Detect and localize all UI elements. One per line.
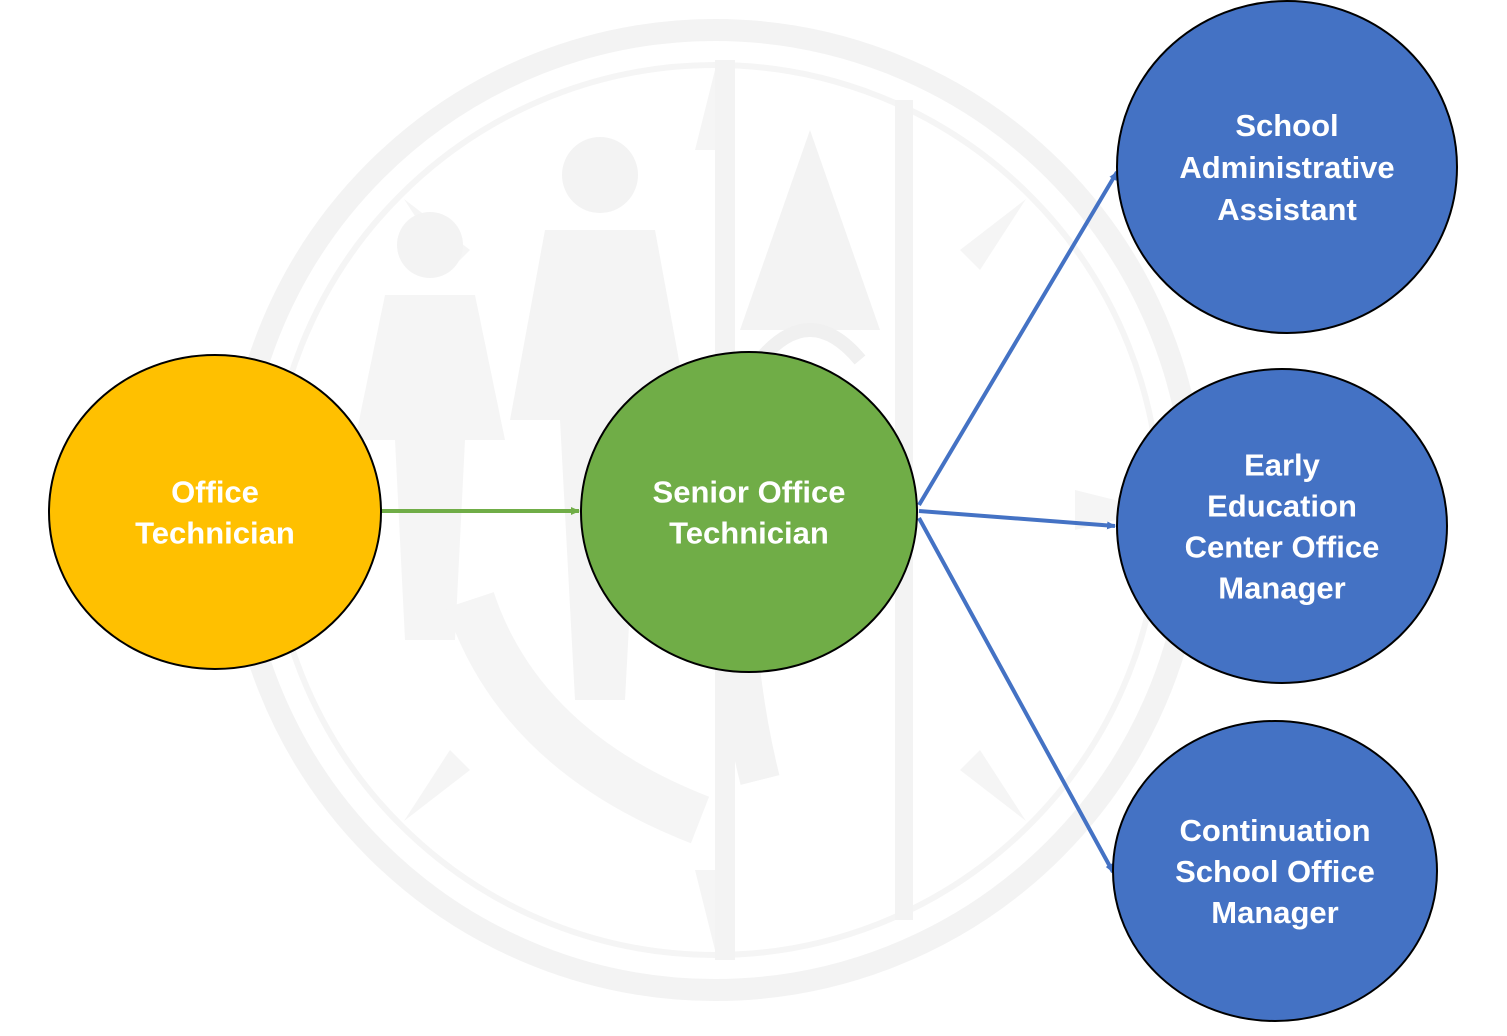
node-school-administrative-assistant-label-line: Administrative xyxy=(1179,150,1394,185)
node-early-education-center-office-manager-label-line: Early xyxy=(1244,448,1321,483)
node-continuation-school-office-manager-circle xyxy=(1112,720,1438,1022)
node-early-education-center-office-manager-circle xyxy=(1116,368,1448,684)
node-senior-office-technician-label-line: Technician xyxy=(669,516,829,551)
node-office-technician-circle xyxy=(48,354,382,670)
node-senior-office-technician-label-line: Senior Office xyxy=(653,475,846,510)
node-early-education-center-office-manager-label-line: Center Office xyxy=(1185,530,1380,565)
node-school-administrative-assistant-label-line: Assistant xyxy=(1217,192,1357,227)
arrow-senior-office-technician-to-school-administrative-assistant xyxy=(917,170,1119,507)
node-continuation-school-office-manager-label-line: Manager xyxy=(1211,895,1338,930)
node-continuation-school-office-manager-label-line: School Office xyxy=(1175,854,1375,889)
node-school-administrative-assistant-label-line: School xyxy=(1235,108,1338,143)
node-early-education-center-office-manager-label-line: Education xyxy=(1207,489,1357,524)
node-school-administrative-assistant-circle xyxy=(1116,0,1458,334)
node-office-technician-label-line: Office xyxy=(171,475,259,510)
node-senior-office-technician-circle xyxy=(580,351,918,673)
node-continuation-school-office-manager-label-line: Continuation xyxy=(1179,813,1370,848)
node-early-education-center-office-manager-label-line: Manager xyxy=(1218,571,1345,606)
arrow-senior-office-technician-to-early-education-center-office-manager xyxy=(918,509,1116,530)
node-office-technician-label-line: Technician xyxy=(135,516,295,551)
arrow-senior-office-technician-to-continuation-school-office-manager xyxy=(917,517,1115,873)
